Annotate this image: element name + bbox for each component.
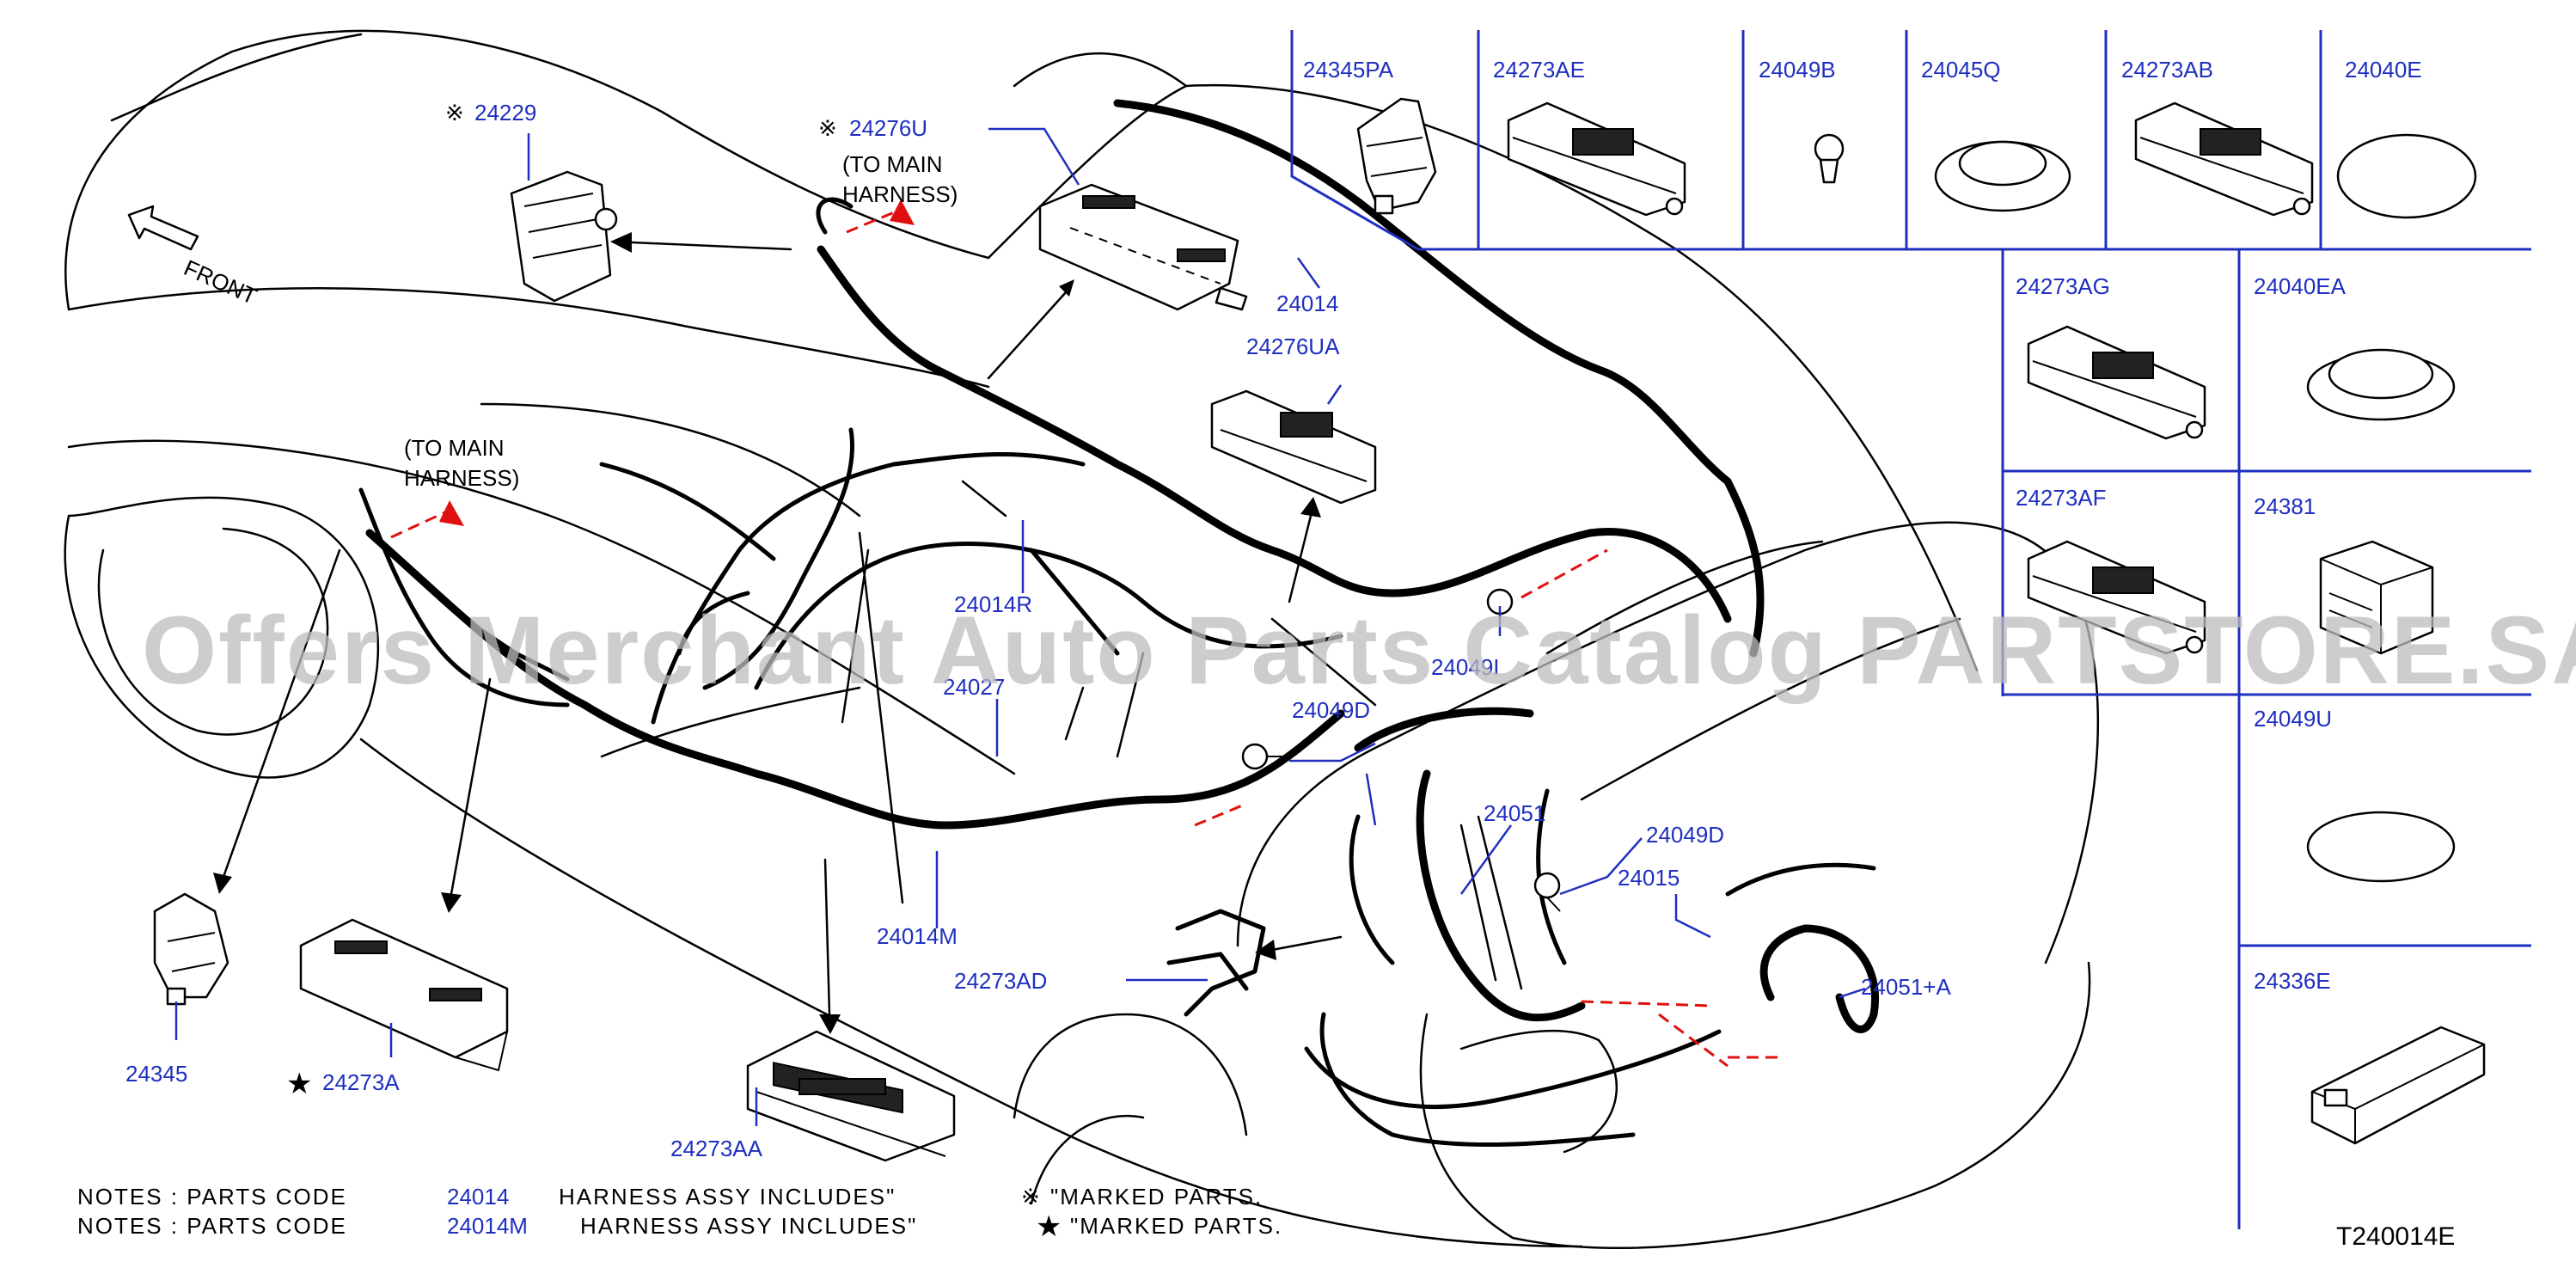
diagram-code: T240014E [2336, 1222, 2455, 1251]
label-24049D-a: 24049D [1292, 697, 1370, 723]
part-illustrations [153, 170, 1561, 1162]
note-1-mark: ※ [1021, 1184, 1042, 1210]
label-24049I: 24049I [1431, 654, 1500, 680]
label-24273A: 24273A [322, 1069, 400, 1095]
bolt-24049D-b-icon [1533, 872, 1561, 912]
part-24276UA-icon [1210, 389, 1377, 505]
ref-mark-24276U: ※ [818, 115, 837, 141]
to-main-harness-1b: HARNESS) [842, 181, 958, 207]
grid-24040EA-icon [2306, 348, 2456, 421]
note-1-code: 24014 [447, 1184, 509, 1210]
grid-24273AG-icon [2027, 325, 2206, 440]
grid-label-24273AG: 24273AG [2016, 273, 2110, 299]
grid-label-24381: 24381 [2254, 493, 2316, 519]
star-mark-24273A: ★ [286, 1068, 312, 1100]
parts-grid [1290, 30, 2531, 1229]
grid-label-24345PA: 24345PA [1303, 57, 1394, 83]
to-main-harness-arrows [439, 199, 915, 526]
label-24273AA: 24273AA [670, 1136, 763, 1161]
grid-24040E-icon [2336, 133, 2477, 219]
label-24014: 24014 [1276, 291, 1338, 316]
grid-24273AE-icon [1507, 101, 1686, 217]
part-24229-icon [510, 170, 618, 303]
note-2-text: HARNESS ASSY INCLUDES" [580, 1213, 917, 1239]
label-24276UA: 24276UA [1246, 334, 1340, 359]
grid-illustrations [1356, 97, 2486, 1145]
grid-label-24045Q: 24045Q [1921, 57, 2001, 83]
leader-lines [174, 127, 1866, 1126]
note-2-mark-text: "MARKED PARTS. [1070, 1213, 1282, 1239]
note-1-text: HARNESS ASSY INCLUDES" [559, 1184, 896, 1210]
ref-mark-24229: ※ [445, 100, 464, 126]
bolt-24049D-a-icon [1241, 743, 1289, 770]
label-24014R: 24014R [954, 591, 1032, 617]
to-main-harness-1a: (TO MAIN [842, 151, 943, 177]
reference-arrows [213, 232, 1343, 1034]
to-main-harness-2b: HARNESS) [404, 465, 519, 491]
grid-label-24273AB: 24273AB [2121, 57, 2213, 83]
label-24051A: 24051+A [1861, 974, 1951, 1000]
grid-24336E-icon [2310, 1026, 2486, 1145]
grid-label-24273AF: 24273AF [2016, 485, 2107, 511]
grid-label-24049U: 24049U [2254, 706, 2332, 732]
notes: NOTES : PARTS CODE 24014 HARNESS ASSY IN… [77, 1184, 1282, 1243]
part-labels: ※ 24229 ※ 24276U (TO MAIN HARNESS) (TO M… [125, 100, 1951, 1161]
label-24051: 24051 [1484, 800, 1545, 826]
label-24345: 24345 [125, 1061, 187, 1087]
part-24273AA-icon [746, 1030, 956, 1162]
grid-label-24336E: 24336E [2254, 968, 2331, 994]
grid-label-24040E: 24040E [2345, 57, 2422, 83]
grid-label-24040EA: 24040EA [2254, 273, 2347, 299]
note-1-prefix: NOTES : PARTS CODE [77, 1184, 347, 1210]
part-24273A-icon [299, 918, 509, 1072]
grid-part-labels: 24345PA 24273AE 24049B 24045Q 24273AB 24… [1303, 57, 2422, 994]
label-24049D-b: 24049D [1646, 822, 1724, 848]
grid-24381-icon [2319, 540, 2434, 655]
label-24014M: 24014M [877, 923, 958, 949]
connector-links [390, 209, 1779, 1068]
grid-24045Q-icon [1934, 140, 2071, 212]
grid-24345PA-icon [1356, 97, 1437, 215]
label-24027: 24027 [943, 674, 1005, 700]
part-24276U-icon [1038, 183, 1248, 311]
grid-label-24049B: 24049B [1759, 57, 1836, 83]
vehicle-outline [64, 29, 2099, 1250]
note-2-prefix: NOTES : PARTS CODE [77, 1213, 347, 1239]
part-24345-icon [153, 892, 229, 1006]
grid-label-24273AE: 24273AE [1493, 57, 1585, 83]
label-24273AD: 24273AD [954, 968, 1047, 994]
to-main-harness-2a: (TO MAIN [404, 435, 505, 461]
label-24229: 24229 [474, 100, 536, 126]
note-2-code: 24014M [447, 1213, 528, 1239]
watermark: Offers Merchant Auto Parts Catalog PARTS… [142, 597, 2576, 704]
grid-24273AB-icon [2134, 101, 2314, 217]
front-label: FRONT [181, 254, 261, 309]
note-2-mark: ★ [1036, 1210, 1063, 1243]
part-24273AD-icon [1166, 909, 1266, 1017]
label-24015: 24015 [1618, 865, 1680, 891]
note-1-mark-text: "MARKED PARTS. [1050, 1184, 1263, 1210]
wire-harness [358, 99, 1879, 1148]
grid-24049U-icon [2306, 811, 2456, 883]
grid-24273AF-icon [2027, 540, 2206, 655]
label-24276U: 24276U [849, 115, 927, 141]
grid-24049B-icon [1814, 133, 1845, 184]
